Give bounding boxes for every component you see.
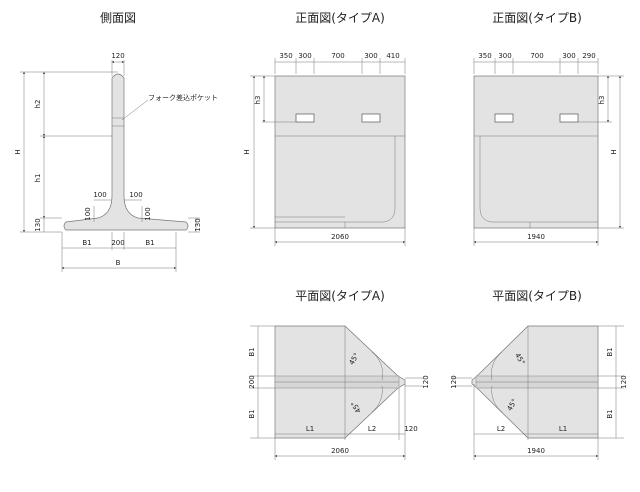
plan-a-web-dim: 200 [248,375,256,388]
front-b-width: 1940 [527,233,545,241]
plan-b-title: 平面図(タイプB) [492,289,582,303]
front-a-H: H [243,149,251,154]
plan-b-b1-bottom: B1 [606,409,614,418]
side-base-h-left: 130 [34,218,42,231]
side-fillet-v-right: 100 [144,207,152,220]
side-top-width: 120 [111,52,124,60]
side-B-label: B [116,259,121,267]
plan-b-l2: L2 [497,425,505,433]
side-view: フォーク差込ポケット 120 H h2 h1 130 130 100 100 1… [14,52,218,272]
front-b-h3: h3 [598,96,606,105]
front-b-dim-2: 700 [530,52,543,60]
front-b-view: 350 300 700 300 290 h3 H 1940 [473,52,624,246]
front-a-width: 2060 [331,233,349,241]
side-web-width: 200 [111,239,124,247]
front-b-body [473,75,599,229]
side-h1-label: h1 [34,174,42,183]
plan-b-view: 45° 45° B1 120 B1 120 L2 L1 1940 [450,325,628,460]
front-b-pocket-left [494,113,514,123]
side-fillet-right: 100 [129,191,142,199]
front-b-title: 正面図(タイプB) [492,11,582,25]
front-b-dim-3: 300 [562,52,575,60]
front-a-dim-0: 350 [279,52,292,60]
plan-b-width: 1940 [527,447,545,455]
front-b-dim-0: 350 [478,52,491,60]
fork-leader [121,99,149,121]
plan-b-arc-bottom [491,385,503,413]
plan-a-tip: 120 [404,425,417,433]
side-b1-left: B1 [82,239,91,247]
front-a-dim-4: 410 [386,52,399,60]
side-H-label: H [14,149,22,154]
front-a-dim-3: 300 [364,52,377,60]
plan-b-web-dim: 120 [620,375,628,388]
side-profile [63,73,189,231]
front-b-H: H [610,149,618,154]
fork-pocket-label: フォーク差込ポケット [148,93,218,102]
plan-b-l1: L1 [559,425,567,433]
plan-b-b1-top: B1 [606,347,614,356]
front-a-title: 正面図(タイプA) [295,11,385,25]
plan-a-title: 平面図(タイプA) [295,289,385,303]
front-a-body [274,75,406,229]
front-b-inner-contour [479,136,531,228]
front-a-pocket-left [295,113,315,123]
side-fillet-v-left: 100 [84,207,92,220]
plan-a-view: 45° 45° B1 200 B1 120 L1 L2 120 2060 [248,325,430,460]
front-a-pocket-right [361,113,381,123]
plan-a-l1: L1 [306,425,314,433]
plan-b-arc-top [491,351,503,381]
plan-a-b1-top: B1 [248,347,256,356]
front-a-view: 350 300 700 300 410 h3 H 2060 [243,52,406,246]
front-b-top-ticks [473,58,599,74]
front-b-dim-1: 300 [498,52,511,60]
plan-a-b1-bottom: B1 [248,409,256,418]
side-h2-label: h2 [34,100,42,109]
front-a-dim-2: 700 [331,52,344,60]
front-b-dim-4: 290 [582,52,595,60]
front-a-inner-contour [344,136,396,228]
plan-a-arc-top [371,351,383,381]
plan-a-width: 2060 [331,447,349,455]
side-base-h-right: 130 [194,218,202,231]
side-view-title: 側面図 [100,11,136,25]
front-a-top-ticks [274,58,406,74]
plan-b-left-dim: 120 [450,375,458,388]
front-a-dim-1: 300 [298,52,311,60]
side-fillet-left: 100 [93,191,106,199]
front-b-pocket-right [559,113,579,123]
plan-a-right-dim: 120 [422,375,430,388]
plan-a-arc-bottom [371,385,383,413]
front-a-h3: h3 [254,96,262,105]
plan-a-l2: L2 [368,425,376,433]
side-b1-right: B1 [145,239,154,247]
